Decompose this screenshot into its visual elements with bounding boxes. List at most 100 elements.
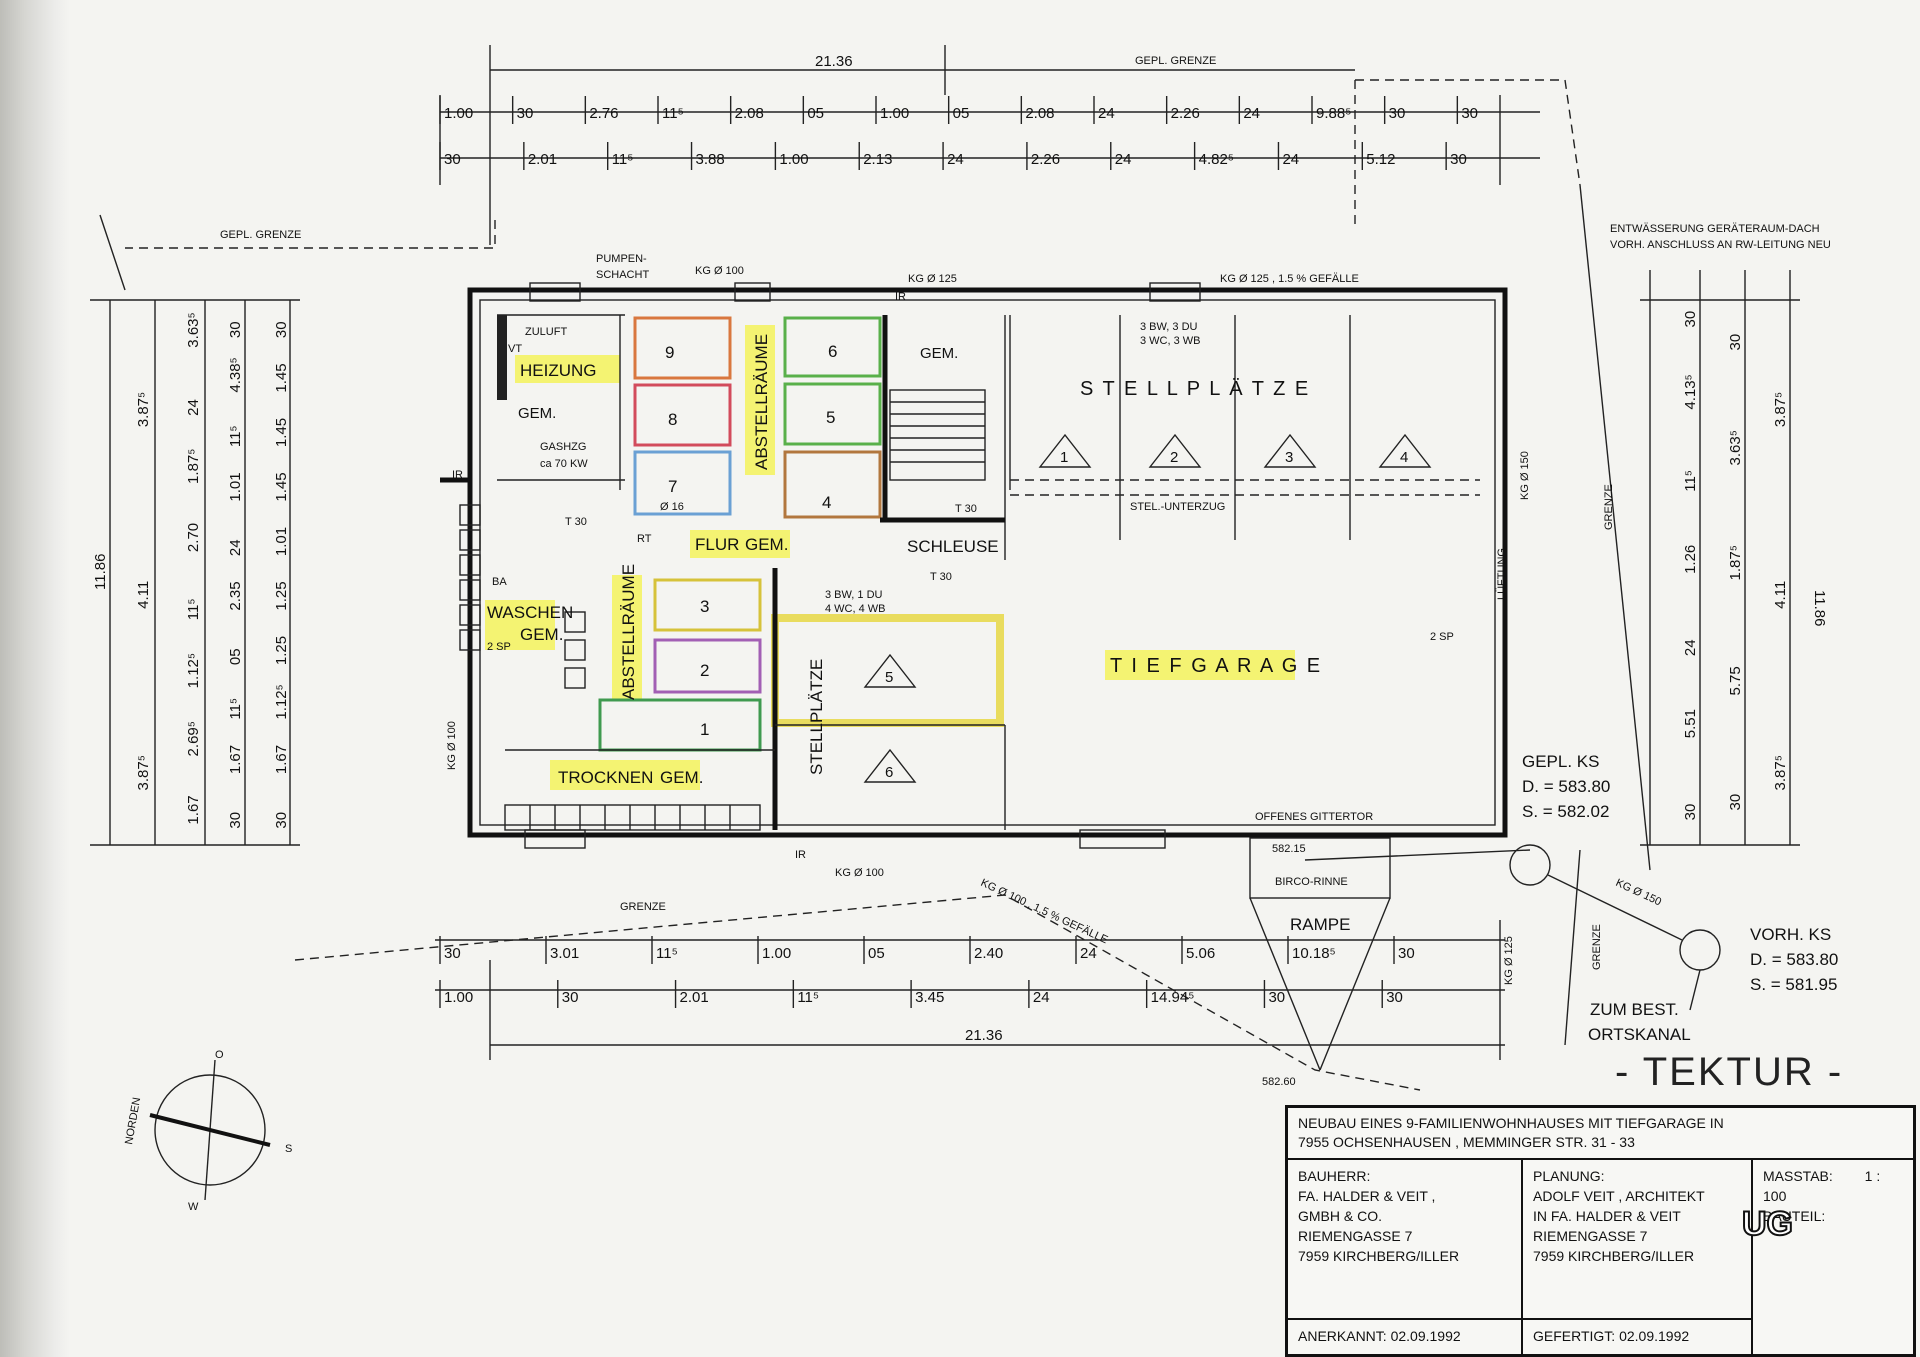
- gepl-grenze-left: GEPL. GRENZE: [220, 229, 301, 241]
- dim-label: 11⁵: [227, 698, 244, 720]
- label-elev1: 582.15: [1272, 843, 1306, 855]
- hl-tiefgarage: [1105, 650, 1295, 680]
- storage-room-number: 2: [700, 661, 709, 680]
- dim-label: 3.01: [550, 945, 579, 962]
- label-stel-unterzug: STEL.-UNTERZUG: [1130, 501, 1225, 513]
- dim-label: 1.12⁵: [185, 653, 202, 688]
- label-schacht: SCHACHT: [596, 269, 649, 281]
- dim-label: 30: [1389, 105, 1406, 122]
- dim-label: 05: [807, 105, 824, 122]
- compass-circle: [154, 1074, 266, 1186]
- left-dimensions: 11.86 3.87⁵4.113.87⁵3.63⁵241.87⁵2.7011⁵1…: [90, 214, 300, 846]
- dim-label: 1.25: [273, 636, 290, 665]
- label-waschen-gem: GEM.: [520, 625, 563, 644]
- dim-label: 9.88⁵: [1316, 105, 1351, 122]
- label-ir-2: IR: [895, 291, 906, 303]
- dim-label: 11⁵: [612, 151, 634, 168]
- label-heizung: HEIZUNG: [520, 361, 597, 380]
- label-trocknen-gem: GEM.: [660, 768, 703, 787]
- dim-label: 30: [273, 812, 290, 829]
- label-tiefgarage: T I E F G A R A G E: [1110, 655, 1322, 677]
- compass-norden: NORDEN: [123, 1096, 143, 1145]
- massstab-label: MASSTAB:: [1763, 1168, 1833, 1184]
- hl-waschen: [485, 600, 555, 650]
- label-ir-1: IR: [452, 469, 463, 481]
- dim-label: 05: [227, 648, 244, 665]
- massstab-value: 1 : 100: [1763, 1168, 1881, 1204]
- dim-label: 24: [1115, 151, 1132, 168]
- dim-label: 30: [444, 151, 461, 168]
- dim-label: 2.40: [974, 945, 1003, 962]
- bauteil-label: BAUTEIL:: [1763, 1208, 1826, 1224]
- dim-label: 4.82⁵: [1199, 151, 1234, 168]
- dim-label: 4.11: [135, 581, 152, 609]
- label-abstellraeume-1: ABSTELLRÄUME: [752, 334, 771, 470]
- parking-triangle: [1038, 433, 1092, 468]
- dim-label: 2.70: [185, 523, 202, 552]
- dim-label: 24: [1080, 945, 1097, 962]
- dim-label: 30: [1461, 105, 1478, 122]
- bauherr-line-2: GMBH & CO.: [1298, 1208, 1383, 1224]
- label-dusch-4: 3 WC, 3 WB: [1140, 335, 1201, 347]
- right-total-dim: 11.86: [1811, 590, 1828, 626]
- label-gashzg: GASHZG: [540, 441, 586, 453]
- hl-heizung: [515, 355, 620, 383]
- label-stellplaetze: S T E L L P L Ä T Z E: [1080, 378, 1310, 400]
- dim-label: 30: [1398, 945, 1415, 962]
- dim-label: 4.38⁵: [227, 357, 244, 392]
- gefertigt: GEFERTIGT: 02.09.1992: [1523, 1318, 1753, 1354]
- dim-label: 24: [1243, 105, 1260, 122]
- bauherr-line-4: 7959 KIRCHBERG/ILLER: [1298, 1248, 1460, 1264]
- dim-label: 2.76: [589, 105, 618, 122]
- dim-label: 1.67: [227, 745, 244, 774]
- building: ZULUFT VT HEIZUNG GEM. GASHZG ca 70 KW P…: [440, 253, 1531, 985]
- label-gas-kw: ca 70 KW: [540, 458, 588, 470]
- dim-label: 3.63⁵: [1727, 430, 1744, 465]
- label-offenes-gittertor: OFFENES GITTERTOR: [1255, 811, 1373, 823]
- compass: NORDEN O S W: [123, 1049, 292, 1213]
- dim-label: 24: [1033, 989, 1050, 1006]
- project-description: NEUBAU EINES 9-FAMILIENWOHNHAUSES MIT TI…: [1288, 1108, 1913, 1160]
- parking-number: 1: [1060, 449, 1068, 466]
- dim-label: 30: [1682, 804, 1699, 821]
- left-total-dim: 11.86: [92, 554, 109, 590]
- dim-label: 24: [185, 399, 202, 416]
- dim-label: 30: [1727, 794, 1744, 811]
- dim-label: 1.26: [1682, 545, 1699, 574]
- label-dusch-3: 3 BW, 3 DU: [1140, 321, 1198, 333]
- label-ortskanal: ORTSKANAL: [1588, 1025, 1691, 1044]
- label-kg100-top: KG Ø 100: [695, 265, 744, 277]
- label-vorh-ks-d: D. = 583.80: [1750, 950, 1838, 969]
- gepl-grenze-top: GEPL. GRENZE: [1135, 55, 1216, 67]
- dim-label: 11⁵: [227, 425, 244, 447]
- planung-line-2: IN FA. HALDER & VEIT: [1533, 1208, 1681, 1224]
- label-2sp-right: 2 SP: [1430, 631, 1454, 643]
- dim-label: 1.45: [273, 418, 290, 447]
- dim-label: 2.69⁵: [185, 721, 202, 756]
- label-abstellraeume-2: ABSTELLRÄUME: [619, 564, 638, 700]
- dim-label: 10.18⁵: [1292, 945, 1336, 962]
- bauherr-head: BAUHERR:: [1298, 1168, 1371, 1184]
- storage-room-number: 4: [822, 493, 831, 512]
- dim-label: 3.88: [696, 151, 725, 168]
- label-gepl-ks: GEPL. KS: [1522, 752, 1599, 771]
- dim-label: 24: [1682, 639, 1699, 656]
- bauherr-line-3: RIEMENGASSE 7: [1298, 1228, 1413, 1244]
- dim-label: 11⁵: [797, 989, 819, 1006]
- label-grenze-vert: GRENZE: [1591, 924, 1603, 970]
- label-pumpen: PUMPEN-: [596, 253, 647, 265]
- label-vorh-ks-s: S. = 581.95: [1750, 975, 1837, 994]
- dim-label: 30: [227, 812, 244, 829]
- dim-label: 30: [517, 105, 534, 122]
- right-dimensions: 11.86 304.13⁵11⁵1.26245.5130303.63⁵1.87⁵…: [1579, 184, 1831, 871]
- bauteil-value: UG: [1741, 1204, 1794, 1244]
- compass-sued: S: [285, 1143, 292, 1155]
- dim-label: 24: [227, 539, 244, 556]
- storage-room-number: 8: [668, 410, 677, 429]
- washing-machines: [459, 504, 586, 689]
- dim-label: 4.11: [1772, 581, 1789, 609]
